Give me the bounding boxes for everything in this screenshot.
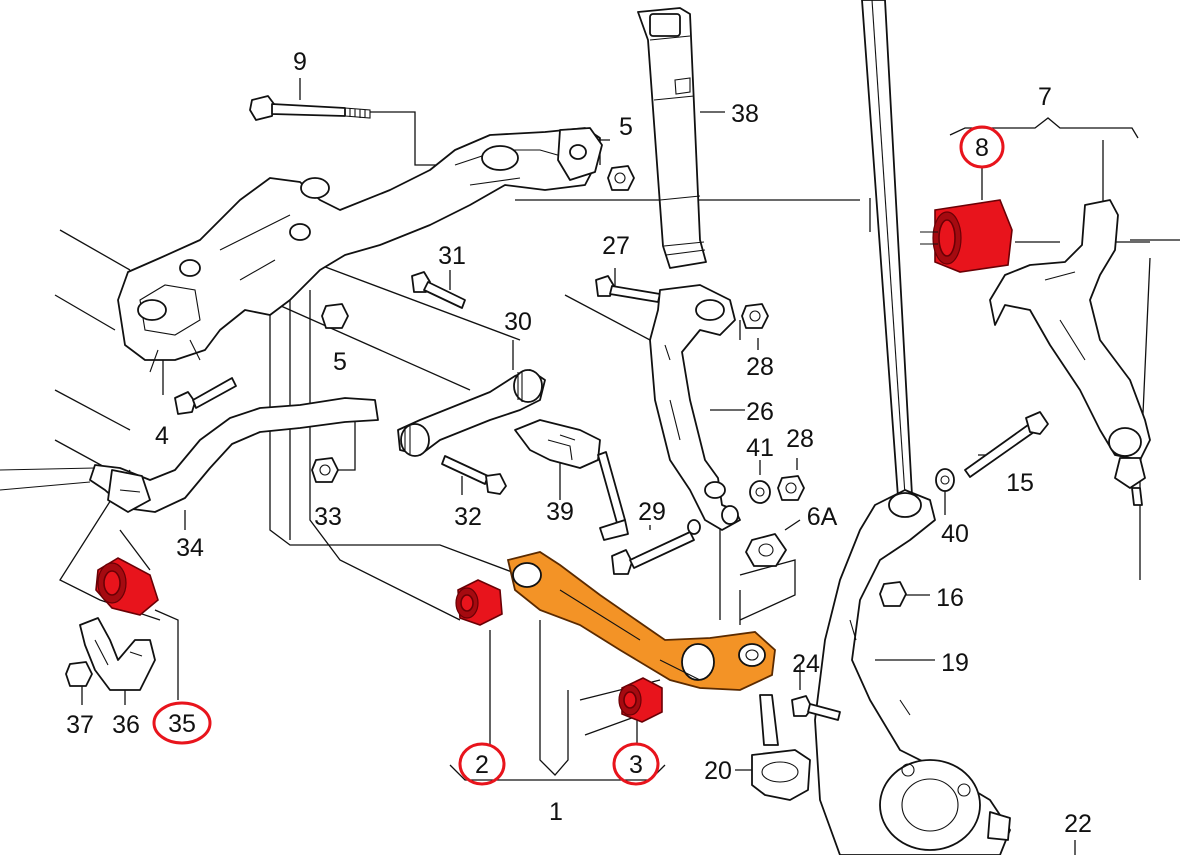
bolt-32: [441, 455, 507, 495]
label-6a: 6A: [807, 503, 838, 531]
nut-5-top: [607, 165, 635, 191]
label-9: 9: [293, 48, 307, 76]
stabilizer-bar-34: [0, 397, 379, 513]
bracket-36: [79, 617, 156, 691]
callout-ring-8: [959, 125, 1005, 169]
label-31: 31: [438, 242, 466, 270]
nut-28-top: [741, 303, 769, 329]
label-28-top: 28: [746, 353, 774, 381]
label-5-lower: 5: [333, 348, 347, 376]
label-27: 27: [602, 232, 630, 260]
upper-link-30: [397, 369, 546, 457]
bushing-8: [920, 199, 1013, 273]
label-8: 8: [975, 134, 989, 162]
nut-28-lower: [777, 475, 805, 501]
label-30: 30: [504, 308, 532, 336]
label-39: 39: [546, 498, 574, 526]
label-20: 20: [704, 757, 732, 785]
callout-ring-2: [458, 742, 506, 786]
subframe: [117, 127, 603, 373]
nut-33: [311, 457, 339, 483]
nut-6a: [745, 533, 787, 567]
label-32: 32: [454, 503, 482, 531]
leader-lines: [54, 78, 1180, 855]
bushing-35: [95, 557, 159, 616]
label-33: 33: [314, 503, 342, 531]
callout-ring-35: [152, 701, 212, 745]
bushing-2: [455, 579, 503, 626]
washer-40: [935, 468, 955, 492]
label-28-lower: 28: [786, 425, 814, 453]
shock-fork-26: [649, 284, 741, 531]
bolt-4: [174, 377, 237, 415]
washer-41: [749, 480, 771, 504]
label-35: 35: [168, 710, 196, 738]
ball-joint-20: [751, 694, 811, 801]
part-labels: 9 5 38 7 8 27 31 30 5 28 26 41 28 4 33 3…: [66, 48, 1092, 838]
strut-shaft: [861, 0, 913, 498]
bolt-15: [964, 411, 1049, 478]
shock-absorber-38: [637, 7, 707, 269]
height-sensor-39: [514, 419, 629, 541]
label-4: 4: [155, 422, 169, 450]
label-7: 7: [1038, 83, 1052, 111]
nut-16: [879, 581, 907, 607]
bolt-24: [791, 695, 841, 721]
upper-control-arm-7: [989, 199, 1151, 506]
label-22: 22: [1064, 810, 1092, 838]
label-16: 16: [936, 584, 964, 612]
nut-5-lower: [321, 303, 349, 329]
label-3: 3: [629, 751, 643, 779]
bolt-9: [249, 95, 371, 121]
label-5-top: 5: [619, 113, 633, 141]
label-40: 40: [941, 520, 969, 548]
wheel-bearing-housing-19: [814, 489, 1011, 855]
label-19: 19: [941, 649, 969, 677]
label-41: 41: [746, 434, 774, 462]
label-26: 26: [746, 398, 774, 426]
bolt-29: [611, 519, 701, 575]
label-29: 29: [638, 498, 666, 526]
bushing-3: [618, 677, 663, 723]
callout-rings: [152, 125, 1005, 786]
bolt-27: [595, 275, 661, 303]
label-36: 36: [112, 711, 140, 739]
bolt-31: [411, 271, 466, 309]
label-1: 1: [549, 798, 563, 826]
lower-wishbone-1: [506, 551, 776, 691]
label-38: 38: [731, 100, 759, 128]
callout-ring-3: [612, 742, 660, 786]
label-37: 37: [66, 711, 94, 739]
nut-37: [65, 661, 93, 687]
label-24: 24: [792, 650, 820, 678]
label-2: 2: [475, 751, 489, 779]
label-34: 34: [176, 534, 204, 562]
label-15: 15: [1006, 469, 1034, 497]
